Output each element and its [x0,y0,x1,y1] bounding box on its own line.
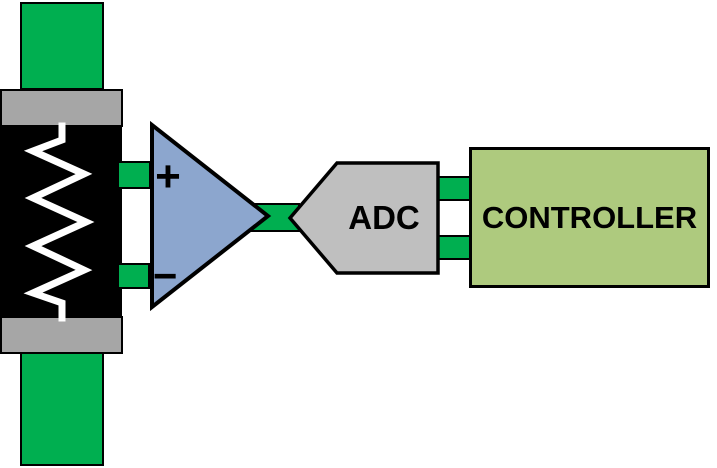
amplifier-minus-input-label: − [152,252,178,299]
resistor-zigzag-icon [23,122,95,322]
amplifier-plus-input-label: + [155,152,181,201]
wire-sensor-to-amp-plus [117,161,151,189]
amplifier-triangle [150,120,272,312]
sensor-bottom-mount-cap [0,316,123,354]
wire-sensor-to-amp-minus [117,263,150,289]
adc-label: ADC [348,199,420,236]
sensor-top-mount-cap [0,89,123,127]
controller-box: CONTROLLER [469,147,710,288]
load-cell-body [0,125,122,318]
sensor-bottom-force-bar [20,352,104,466]
controller-label: CONTROLLER [481,199,698,235]
sensor-top-force-bar [20,2,104,90]
adc-pentagon [287,161,440,275]
